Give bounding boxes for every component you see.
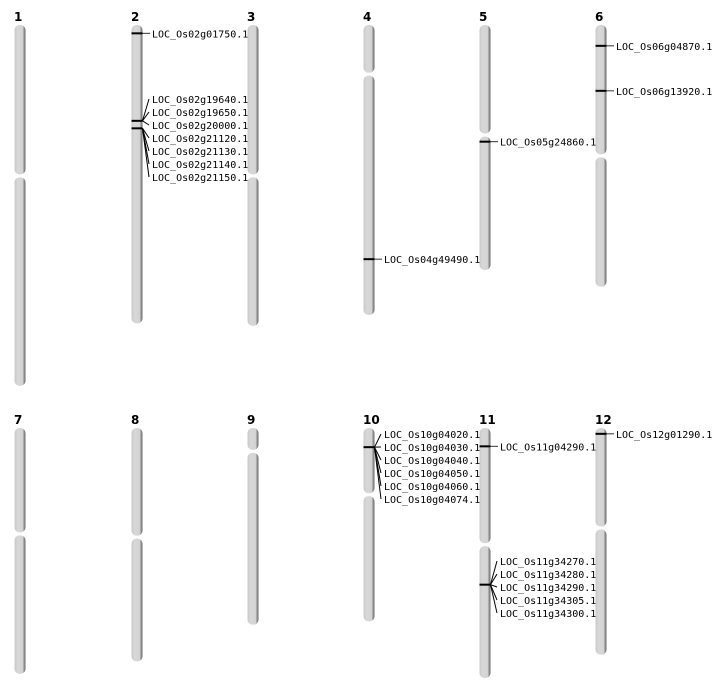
chromosome-arm-long (247, 177, 259, 326)
gene-label: LOC_Os02g20000.1 (152, 121, 248, 132)
chromosome-arm-short (14, 25, 26, 175)
chromosome-2: 2LOC_Os02g01750.1LOC_Os02g19640.1LOC_Os0… (131, 10, 248, 324)
marker-connector (142, 98, 150, 121)
chromosome-arm-long (479, 136, 491, 270)
marker-connector (142, 120, 150, 126)
chromosome-number: 2 (131, 10, 139, 24)
chromosome-arm-short (247, 428, 259, 450)
marker-connector (142, 128, 150, 178)
chromosome-3: 3 (247, 10, 259, 326)
chromosome-arm-long (595, 157, 607, 287)
gene-label: LOC_Os11g34300.1 (500, 609, 596, 620)
chromosome-arm-short (14, 428, 26, 533)
gene-label: LOC_Os02g21150.1 (152, 173, 248, 184)
chromosome-number: 1 (14, 10, 22, 24)
marker-connector (490, 584, 498, 614)
chromosome-number: 7 (14, 413, 22, 427)
chromosome-arm-short (131, 25, 143, 324)
gene-label: LOC_Os10g04074.1 (384, 495, 480, 506)
chromosome-number: 12 (595, 413, 612, 427)
marker-connector (142, 128, 150, 139)
chromosome-arm-short (479, 428, 491, 544)
gene-label: LOC_Os06g04870.1 (616, 42, 712, 53)
gene-label: LOC_Os02g19640.1 (152, 95, 248, 106)
chromosome-arm-long (595, 529, 607, 655)
chromosome-arm-long (131, 538, 143, 662)
gene-label: LOC_Os02g21120.1 (152, 134, 248, 145)
chromosome-arm-short (131, 428, 143, 536)
marker-connector (490, 560, 498, 585)
marker-connector (374, 447, 382, 500)
chromosome-1: 1 (14, 10, 26, 386)
marker-connector (490, 573, 498, 585)
chromosome-arm-long (14, 177, 26, 386)
gene-label: LOC_Os06g13920.1 (616, 87, 712, 98)
gene-label: LOC_Os11g04290.1 (500, 442, 596, 453)
chromosome-11: 11LOC_Os11g04290.1LOC_Os11g34270.1LOC_Os… (479, 413, 596, 678)
gene-label: LOC_Os12g01290.1 (616, 430, 712, 441)
gene-label: LOC_Os11g34290.1 (500, 583, 596, 594)
chromosome-9: 9 (247, 413, 259, 625)
chromosome-arm-long (247, 452, 259, 625)
chromosome-arm-short (595, 428, 607, 527)
gene-label: LOC_Os02g01750.1 (152, 29, 248, 40)
chromosome-8: 8 (131, 413, 143, 662)
chromosome-number: 3 (247, 10, 255, 24)
gene-label: LOC_Os11g34270.1 (500, 557, 596, 568)
chromosome-arm-long (363, 496, 375, 622)
gene-label: LOC_Os11g34305.1 (500, 596, 596, 607)
chromosome-number: 11 (479, 413, 496, 427)
gene-label: LOC_Os11g34280.1 (500, 570, 596, 581)
chromosome-number: 6 (595, 10, 603, 24)
gene-label: LOC_Os10g04040.1 (384, 456, 480, 467)
gene-label: LOC_Os02g19650.1 (152, 108, 248, 119)
chromosome-10: 10LOC_Os10g04020.1LOC_Os10g04030.1LOC_Os… (363, 413, 480, 622)
gene-label: LOC_Os10g04060.1 (384, 482, 480, 493)
chromosome-arm-long (479, 546, 491, 678)
gene-label: LOC_Os02g21130.1 (152, 147, 248, 158)
gene-label: LOC_Os02g21140.1 (152, 160, 248, 171)
gene-label: LOC_Os10g04050.1 (384, 469, 480, 480)
chromosome-number: 4 (363, 10, 371, 24)
chromosome-number: 8 (131, 413, 139, 427)
chromosome-arm-short (363, 25, 375, 73)
chromosome-number: 9 (247, 413, 255, 427)
chromosome-arm-short (595, 25, 607, 155)
marker-connector (490, 584, 498, 588)
gene-label: LOC_Os04g49490.1 (384, 255, 480, 266)
chromosome-arm-short (363, 428, 375, 494)
chromosome-number: 10 (363, 413, 380, 427)
gene-label: LOC_Os10g04020.1 (384, 430, 480, 441)
chromosome-arm-long (363, 75, 375, 316)
chromosome-7: 7 (14, 413, 26, 674)
marker-connector (142, 111, 150, 122)
chromosome-arm-short (247, 25, 259, 175)
chromosome-arm-long (14, 535, 26, 674)
marker-connector (374, 446, 382, 461)
gene-label: LOC_Os05g24860.1 (500, 138, 596, 149)
chromosome-arm-short (479, 25, 491, 134)
gene-label: LOC_Os10g04030.1 (384, 443, 480, 454)
marker-connector (374, 433, 382, 448)
chromosome-number: 5 (479, 10, 487, 24)
